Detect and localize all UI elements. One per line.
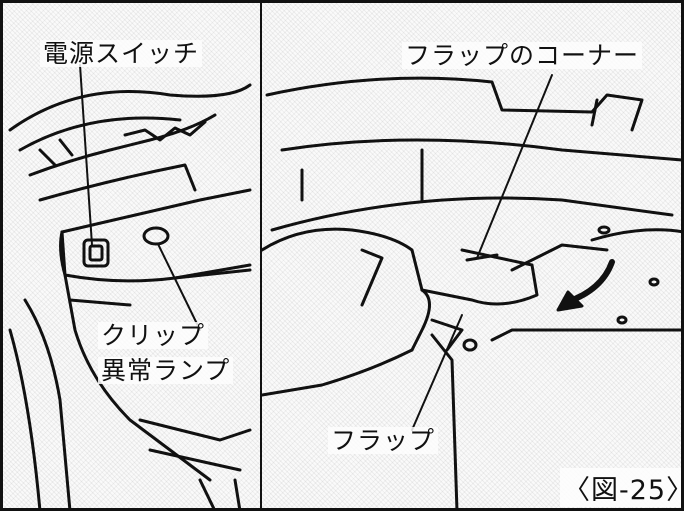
panel-divider bbox=[260, 0, 263, 511]
figure-number: 〈図-25〉 bbox=[560, 468, 684, 507]
flap-drawing bbox=[262, 74, 684, 511]
clip-label: クリップ bbox=[98, 322, 209, 349]
left-panel-device-top: 電源スイッチ クリップ 異常ランプ bbox=[0, 0, 262, 511]
right-panel-flap: フラップのコーナー フラップ 〈図-25〉 bbox=[262, 0, 684, 511]
device-drawing bbox=[8, 64, 252, 511]
flap-label: フラップ bbox=[328, 427, 439, 454]
error-lamp-label: 異常ランプ bbox=[98, 357, 234, 384]
flap-corner-label: フラップのコーナー bbox=[402, 42, 643, 69]
power-switch-label: 電源スイッチ bbox=[40, 40, 203, 67]
